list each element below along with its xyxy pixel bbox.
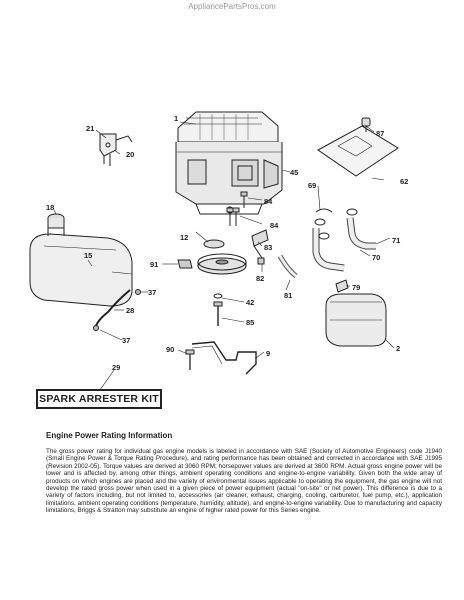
part-label-2: 2 [396, 344, 400, 353]
part-label-90: 90 [166, 345, 174, 354]
part-label-18: 18 [46, 203, 54, 212]
part-label-91: 91 [150, 260, 158, 269]
part-label-82: 82 [256, 274, 264, 283]
part-label-9: 9 [266, 349, 270, 358]
part-label-28: 28 [126, 306, 134, 315]
part-label-29: 29 [112, 363, 120, 372]
part-label-85: 85 [246, 318, 254, 327]
part-label-42: 42 [246, 298, 254, 307]
part-label-81: 81 [284, 291, 292, 300]
part-label-21: 21 [86, 124, 94, 133]
part-label-20: 20 [126, 150, 134, 159]
part-label-12: 12 [180, 233, 188, 242]
drain-hose-part [277, 254, 298, 278]
fuel-tank-part [29, 213, 133, 307]
throttle-bracket-part [99, 133, 133, 166]
fuel-line-part [93, 289, 141, 331]
part-label-87: 87 [376, 129, 384, 138]
part-label-70: 70 [372, 253, 380, 262]
part-label-71: 71 [392, 236, 400, 245]
leader-lines [53, 121, 395, 391]
engine-power-rating-title: Engine Power Rating Information [46, 431, 173, 440]
part-label-37b: 37 [122, 336, 130, 345]
part-label-69: 69 [308, 181, 316, 190]
part-label-45: 45 [290, 168, 298, 177]
part-label-37a: 37 [148, 288, 156, 297]
pulley-part [197, 239, 247, 275]
engine-power-rating-text: The gross power rating for individual ga… [46, 448, 442, 515]
part-label-1: 1 [174, 114, 178, 123]
watermark: AppliancePartsPros.com [188, 2, 276, 11]
fastener-parts [177, 259, 223, 326]
part-label-62: 62 [400, 177, 408, 186]
exhaust-pipe-parts [312, 208, 376, 272]
part-label-84a: 84 [264, 197, 273, 206]
bracket-part [185, 341, 257, 375]
spark-arrester-kit-label: SPARK ARRESTER KIT [36, 389, 162, 409]
part-label-79: 79 [352, 283, 360, 292]
part-label-15: 15 [84, 251, 92, 260]
muffler-part [325, 279, 387, 347]
part-label-84b: 84 [270, 221, 279, 230]
part-label-83: 83 [264, 243, 272, 252]
oil-drain-part [251, 229, 269, 265]
cover-plate-part [317, 117, 399, 177]
bolt-parts [226, 191, 248, 226]
